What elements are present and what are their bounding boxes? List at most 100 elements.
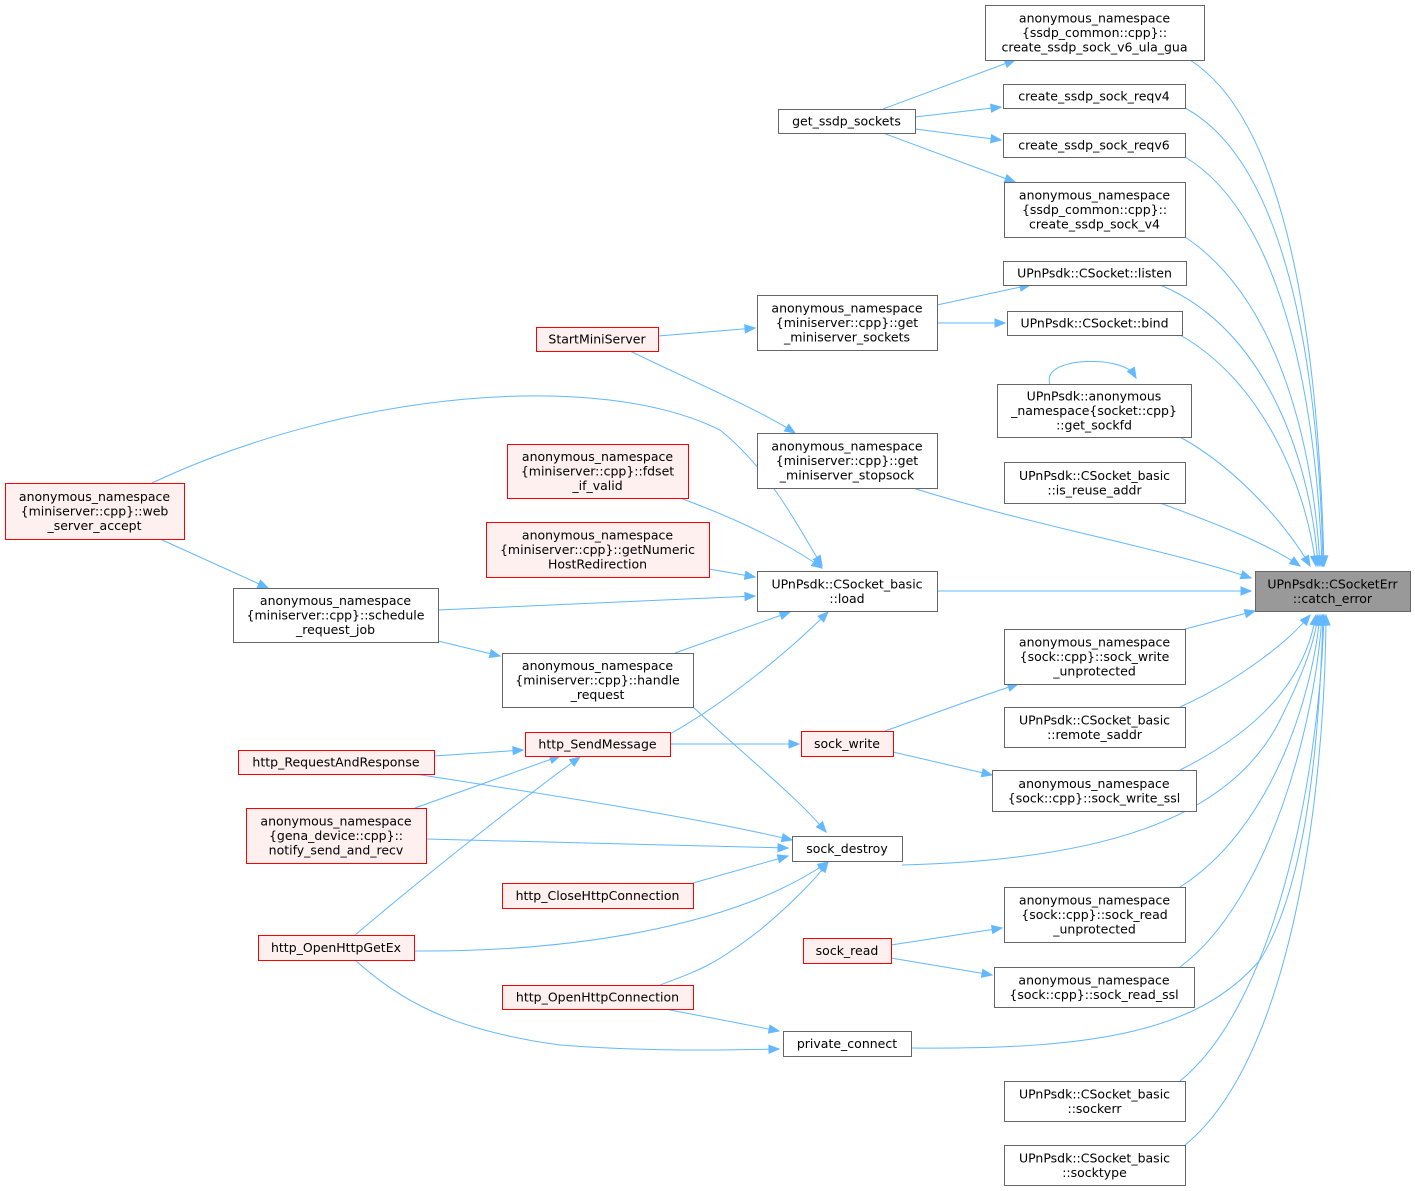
node-private_connect[interactable]: private_connect bbox=[783, 1031, 912, 1057]
node-http_SendMessage[interactable]: http_SendMessage bbox=[525, 732, 671, 757]
node-sock_v4[interactable]: anonymous_namespace{ssdp_common::cpp}::c… bbox=[1004, 182, 1186, 238]
node-fdset_if_valid[interactable]: anonymous_namespace{miniserver::cpp}::fd… bbox=[507, 444, 689, 499]
arrowhead bbox=[994, 318, 1007, 328]
arrowhead bbox=[743, 570, 757, 580]
edge-line bbox=[1184, 107, 1324, 567]
node-get_ssdp_sockets[interactable]: get_ssdp_sockets bbox=[778, 109, 916, 134]
edge-sockerr-to-catch_error bbox=[1179, 613, 1329, 1082]
node-label: {ssdp_common::cpp}:: bbox=[1022, 202, 1167, 217]
edge-line bbox=[414, 773, 793, 841]
edge-sock_write_unprotected-to-catch_error bbox=[1184, 609, 1257, 630]
node-StartMiniServer[interactable]: StartMiniServer bbox=[536, 327, 659, 352]
edge-line bbox=[912, 487, 1252, 579]
edge-reqv6-to-catch_error bbox=[1184, 156, 1327, 568]
edge-line bbox=[936, 284, 1031, 306]
node-box bbox=[486, 522, 710, 578]
node-label: {miniserver::cpp}::get bbox=[776, 453, 919, 468]
node-sock_write_ssl[interactable]: anonymous_namespace{sock::cpp}::sock_wri… bbox=[992, 770, 1197, 812]
arrowhead bbox=[783, 423, 797, 434]
node-get_miniserver_stopsock[interactable]: anonymous_namespace{miniserver::cpp}::ge… bbox=[757, 433, 938, 489]
node-sockerr[interactable]: UPnPsdk::CSocket_basic::sockerr bbox=[1004, 1081, 1186, 1122]
node-label: sock_write bbox=[814, 736, 880, 751]
node-get_miniserver_sockets[interactable]: anonymous_namespace{miniserver::cpp}::ge… bbox=[757, 295, 938, 351]
edge-line bbox=[884, 683, 1019, 732]
arrowhead bbox=[815, 820, 827, 834]
node-sock_read[interactable]: sock_read bbox=[803, 938, 892, 964]
node-box bbox=[502, 653, 694, 708]
node-catch_error[interactable]: UPnPsdk::CSocketErr::catch_error bbox=[1255, 571, 1411, 612]
node-web_server_accept[interactable]: anonymous_namespace{miniserver::cpp}::we… bbox=[5, 483, 185, 540]
node-label: anonymous_namespace bbox=[1018, 776, 1169, 791]
node-box bbox=[757, 571, 938, 612]
node-label: _server_accept bbox=[46, 518, 141, 533]
node-label: {miniserver::cpp}::web bbox=[21, 504, 169, 519]
node-getNumericHostRedirection[interactable]: anonymous_namespace{miniserver::cpp}::ge… bbox=[486, 522, 710, 578]
node-box bbox=[757, 295, 938, 351]
node-label: {miniserver::cpp}::fdset bbox=[521, 464, 674, 479]
node-notify_send_and_recv[interactable]: anonymous_namespace{gena_device::cpp}::n… bbox=[246, 808, 427, 864]
node-box bbox=[994, 967, 1195, 1008]
node-get_sockfd[interactable]: UPnPsdk::anonymous_namespace{socket::cpp… bbox=[997, 384, 1192, 438]
node-sock_read_ssl[interactable]: anonymous_namespace{sock::cpp}::sock_rea… bbox=[994, 967, 1195, 1008]
node-http_OpenHttpGetEx[interactable]: http_OpenHttpGetEx bbox=[258, 935, 415, 961]
edge-line bbox=[1184, 610, 1256, 630]
node-sock_write[interactable]: sock_write bbox=[801, 731, 894, 757]
edge-line bbox=[882, 132, 1016, 183]
edge-notify_send_and_recv-to-http_SendMessage bbox=[414, 755, 562, 809]
edge-line bbox=[433, 749, 524, 757]
edge-get_sockfd-to-catch_error bbox=[1179, 436, 1311, 568]
node-sock_destroy[interactable]: sock_destroy bbox=[792, 836, 903, 862]
node-is_reuse_addr[interactable]: UPnPsdk::CSocket_basic::is_reuse_addr bbox=[1004, 462, 1186, 504]
edge-line bbox=[413, 861, 829, 952]
edge-web_server_accept-to-schedule_request_job bbox=[159, 538, 270, 589]
node-label: anonymous_namespace bbox=[1019, 893, 1170, 908]
node-bind[interactable]: UPnPsdk::CSocket::bind bbox=[1007, 311, 1183, 336]
node-label: anonymous_namespace bbox=[522, 658, 673, 673]
node-load[interactable]: UPnPsdk::CSocket_basic::load bbox=[757, 571, 938, 612]
edge-line bbox=[1179, 436, 1311, 567]
node-label: HostRedirection bbox=[548, 557, 647, 572]
node-schedule_request_job[interactable]: anonymous_namespace{miniserver::cpp}::sc… bbox=[233, 588, 439, 643]
node-label: _miniserver_stopsock bbox=[779, 468, 915, 483]
arrowhead bbox=[1288, 556, 1302, 567]
edge-line bbox=[354, 756, 581, 936]
node-box bbox=[246, 808, 427, 864]
node-socktype[interactable]: UPnPsdk::CSocket_basic::socktype bbox=[1004, 1145, 1186, 1186]
edge-http_OpenHttpConnection-to-sock_destroy bbox=[659, 860, 829, 986]
node-listen[interactable]: UPnPsdk::CSocket::listen bbox=[1003, 261, 1187, 286]
node-v6_ula_gua[interactable]: anonymous_namespace{ssdp_common::cpp}::c… bbox=[985, 5, 1205, 61]
node-reqv4[interactable]: create_ssdp_sock_reqv4 bbox=[1003, 84, 1186, 109]
edge-bind-to-catch_error bbox=[1179, 334, 1320, 568]
node-handle_request[interactable]: anonymous_namespace{miniserver::cpp}::ha… bbox=[502, 653, 694, 708]
node-sock_read_unprotected[interactable]: anonymous_namespace{sock::cpp}::sock_rea… bbox=[1004, 887, 1186, 943]
node-label: ::socktype bbox=[1062, 1165, 1127, 1180]
arrowhead bbox=[990, 103, 1003, 113]
arrowhead bbox=[1126, 366, 1137, 380]
node-label: _request_job bbox=[295, 622, 375, 637]
node-http_CloseHttpConnection[interactable]: http_CloseHttpConnection bbox=[502, 883, 694, 909]
edge-getNumericHostRedirection-to-load bbox=[708, 568, 757, 580]
node-label: sock_read bbox=[816, 943, 879, 958]
node-http_OpenHttpConnection[interactable]: http_OpenHttpConnection bbox=[502, 985, 694, 1010]
edge-http_SendMessage-to-load bbox=[669, 611, 829, 735]
node-sock_write_unprotected[interactable]: anonymous_namespace{sock::cpp}::sock_wri… bbox=[1004, 629, 1186, 685]
node-label: ::is_reuse_addr bbox=[1047, 482, 1142, 497]
node-label: anonymous_namespace bbox=[771, 301, 922, 316]
node-label: ::catch_error bbox=[1293, 591, 1373, 606]
edge-line bbox=[1184, 614, 1327, 1146]
node-label: anonymous_namespace bbox=[260, 593, 411, 608]
node-http_RequestAndResponse[interactable]: http_RequestAndResponse bbox=[238, 750, 435, 775]
node-label: _miniserver_sockets bbox=[783, 330, 910, 345]
node-label: {miniserver::cpp}::handle bbox=[515, 673, 680, 688]
edge-sock_write_ssl-to-catch_error bbox=[1179, 613, 1319, 771]
edge-fdset_if_valid-to-load bbox=[679, 497, 824, 569]
node-label: StartMiniServer bbox=[548, 332, 646, 347]
node-reqv6[interactable]: create_ssdp_sock_reqv6 bbox=[1003, 133, 1186, 158]
node-label: {gena_device::cpp}:: bbox=[269, 828, 403, 843]
node-label: {sock::cpp}::sock_read_ssl bbox=[1009, 987, 1178, 1002]
node-remote_saddr[interactable]: UPnPsdk::CSocket_basic::remote_saddr bbox=[1004, 707, 1186, 748]
edge-http_RequestAndResponse-to-sock_destroy bbox=[414, 773, 794, 843]
edge-line bbox=[692, 706, 827, 833]
arrowhead bbox=[810, 558, 824, 569]
node-box bbox=[536, 327, 659, 352]
